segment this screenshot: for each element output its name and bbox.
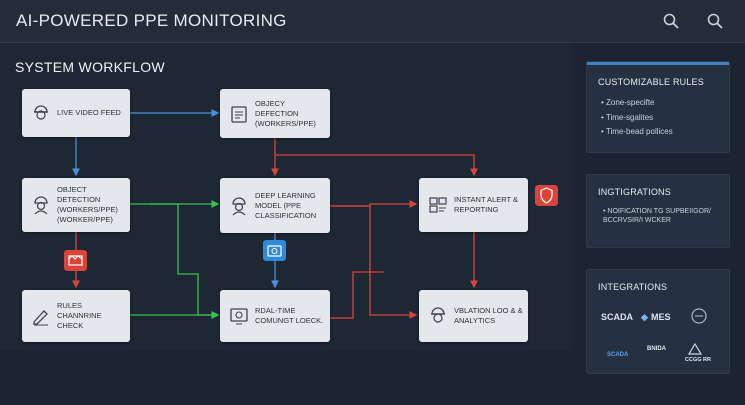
rule-item: • Time-bead pollices — [601, 127, 673, 136]
mes-logo: ◆ — [641, 312, 648, 322]
node-deep-learning[interactable]: DEEP LEARNING MODEL (PPE CLASSIFICATION — [220, 178, 330, 233]
mes-logo-text: MES — [651, 312, 671, 322]
node-label: RDAL-TIME COMUNGT LOECK. — [255, 306, 324, 325]
node-label: VBLATION LOO & & ANALYTICS — [454, 306, 523, 325]
card-accent — [587, 62, 729, 65]
card-integrations-notifications: INGTIGRATIONS • NOIFICATION TG SUPBEIIGO… — [586, 174, 730, 248]
monitor-icon — [230, 308, 248, 325]
connector-objdet-to-realtime — [150, 203, 220, 319]
node-realtime-check[interactable]: RDAL-TIME COMUNGT LOECK. — [220, 290, 330, 342]
card-title: INTEGRATIONS — [598, 282, 668, 292]
clipboard-icon — [231, 105, 247, 123]
connector-realtime-split — [330, 271, 384, 319]
worker-icon — [431, 307, 445, 323]
notification-note: • NOIFICATION TG SUPBEIIGOR/ BCCRVSIR/I … — [603, 208, 711, 224]
ccgg-logo: CCGG RR — [685, 357, 711, 363]
integration-logo-icon — [691, 308, 707, 324]
card-title: CUSTOMIZABLE RULES — [598, 77, 704, 87]
node-label: OBJECY DEFECTION (WORKERS/PPE) — [255, 98, 316, 128]
connector-deep-to-log — [330, 205, 418, 319]
pen-icon — [33, 310, 48, 326]
node-rules-check[interactable]: RULES CHANNRINE CHECK — [22, 290, 130, 342]
app-title: AI-POWERED PPE MONITORING — [16, 11, 287, 30]
search-icon[interactable] — [662, 12, 680, 30]
scada-logo: SCADA — [601, 312, 634, 322]
node-object-detection-top[interactable]: OBJECY DEFECTION (WORKERS/PPE) — [220, 89, 330, 138]
node-label: OBJECT DETECTION (WORKERS/PPE) (WORKER/P… — [57, 185, 118, 224]
node-label: DEEP LEARNING MODEL (PPE CLASSIFICATION — [255, 190, 317, 220]
top-bar: AI-POWERED PPE MONITORING — [0, 0, 745, 43]
camera-badge-icon — [263, 240, 286, 261]
bnida-logo: BNIDA — [647, 346, 666, 352]
rule-item: • Time-sgalites — [601, 113, 654, 122]
scada-logo-small: SCADA — [607, 352, 629, 358]
dashboard-icon — [429, 197, 447, 213]
card-customizable-rules: CUSTOMIZABLE RULES • Zone-specifte • Tim… — [586, 61, 730, 153]
card-title: INGTIGRATIONS — [598, 187, 671, 197]
alert-badge-icon — [64, 250, 87, 271]
node-object-detection[interactable]: OBJECT DETECTION (WORKERS/PPE) (WORKER/P… — [22, 178, 130, 232]
search-icon[interactable] — [706, 12, 724, 30]
connector-detection-to-alert — [275, 154, 478, 177]
card-integrations-logos: INTEGRATIONS SCADA ◆ MES SCADA BNIDA CCG… — [586, 269, 730, 374]
node-label: INSTANT ALERT & REPORTING — [454, 195, 519, 214]
worker-icon — [34, 196, 48, 215]
worker-icon — [232, 196, 246, 215]
shield-badge-icon — [535, 185, 558, 206]
worker-icon — [34, 105, 48, 120]
node-violation-log[interactable]: VBLATION LOO & & ANALYTICS — [419, 290, 528, 342]
node-instant-alert[interactable]: INSTANT ALERT & REPORTING — [419, 178, 528, 232]
ccgg-logo-icon — [688, 343, 702, 355]
node-label: RULES CHANNRINE CHECK — [57, 301, 102, 330]
workflow-title: SYSTEM WORKFLOW — [15, 59, 165, 75]
node-live-video-feed[interactable]: LIVE VIDEO FEED — [22, 89, 130, 137]
node-label: LIVE VIDEO FEED — [57, 108, 121, 117]
rule-item: • Zone-specifte — [601, 98, 655, 107]
